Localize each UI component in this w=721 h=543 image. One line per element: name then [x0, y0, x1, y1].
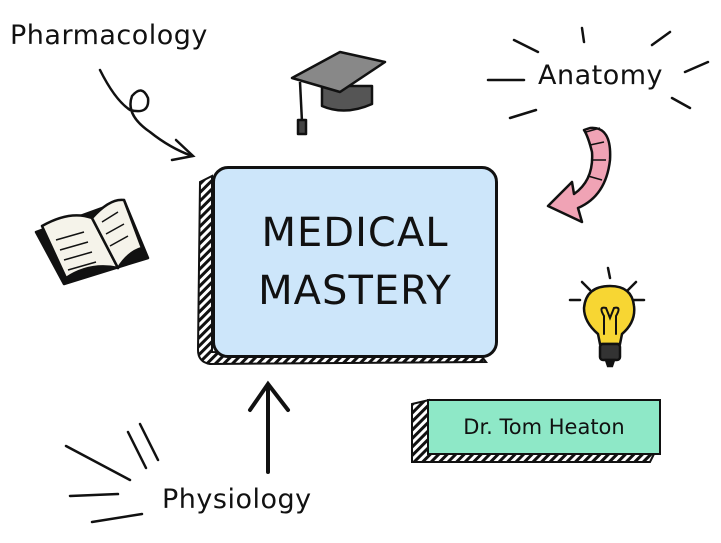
anatomy-rays — [486, 26, 710, 120]
main-title-box: MEDICAL MASTERY — [212, 166, 498, 358]
lightbulb-icon — [568, 266, 646, 368]
title-line-2: MASTERY — [258, 268, 452, 314]
author-name: Dr. Tom Heaton — [463, 415, 625, 439]
label-physiology: Physiology — [162, 484, 312, 515]
curly-arrow-icon — [98, 68, 196, 162]
physiology-rays — [64, 422, 160, 524]
bone-arrow-icon — [546, 126, 612, 224]
label-pharmacology: Pharmacology — [10, 20, 208, 51]
label-anatomy: Anatomy — [538, 60, 664, 91]
author-box: Dr. Tom Heaton — [427, 399, 661, 455]
arrow-up-icon — [248, 380, 290, 474]
open-book-icon — [34, 198, 150, 286]
title-line-1: MEDICAL — [261, 210, 449, 256]
graduation-cap-icon — [290, 50, 387, 136]
